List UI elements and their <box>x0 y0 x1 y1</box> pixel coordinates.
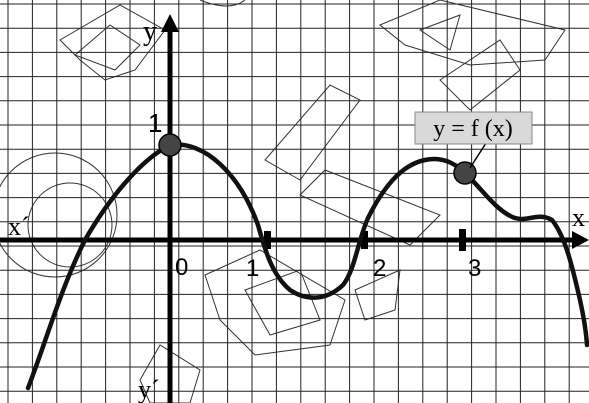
x-tick-label-2: 2 <box>373 255 386 282</box>
sketch-bar-lower <box>299 169 441 246</box>
x-tick-3 <box>459 229 466 251</box>
x-tick-2 <box>361 231 368 249</box>
sketch-shape-bottom <box>204 249 346 356</box>
sketch-shape-top-left <box>59 4 166 81</box>
x-axis-label: x <box>572 203 585 232</box>
x-tick-label-1: 1 <box>246 255 259 282</box>
sketch-circle-outer <box>0 152 118 278</box>
function-label-box <box>414 111 533 145</box>
y-axis-arrow-icon <box>161 14 179 32</box>
x-prime-axis-label: x´ <box>8 212 30 241</box>
sketch-shape-top-right <box>379 0 566 66</box>
function-label: y = f (x) <box>433 116 513 142</box>
y-axis-label: y <box>143 16 157 47</box>
origin-label: 0 <box>175 254 188 281</box>
y-tick-label-1: 1 <box>148 108 162 138</box>
sketch-shape-bottom-inner <box>244 269 321 336</box>
sketch-shape-bottom-left <box>139 344 201 403</box>
x-tick-label-3: 3 <box>468 255 481 282</box>
x-tick-1 <box>264 231 271 249</box>
sketch-shape-bottom-right <box>354 269 401 321</box>
label-pointer <box>469 139 489 169</box>
sketch-shape-top-left-inner <box>74 24 141 71</box>
sketch-arc-top <box>199 0 246 7</box>
function-curve <box>25 142 589 391</box>
sketch-triangle-top-right <box>418 14 461 51</box>
point-y-intercept <box>158 133 182 157</box>
point-on-curve <box>453 161 477 185</box>
axes <box>0 14 589 403</box>
sketch-bar-middle <box>264 84 361 181</box>
x-axis-arrow-icon <box>572 231 589 249</box>
y-prime-axis-label: y´ <box>138 375 160 403</box>
sketch-shape-right <box>439 39 521 111</box>
sketch-circle-inner <box>27 182 113 268</box>
